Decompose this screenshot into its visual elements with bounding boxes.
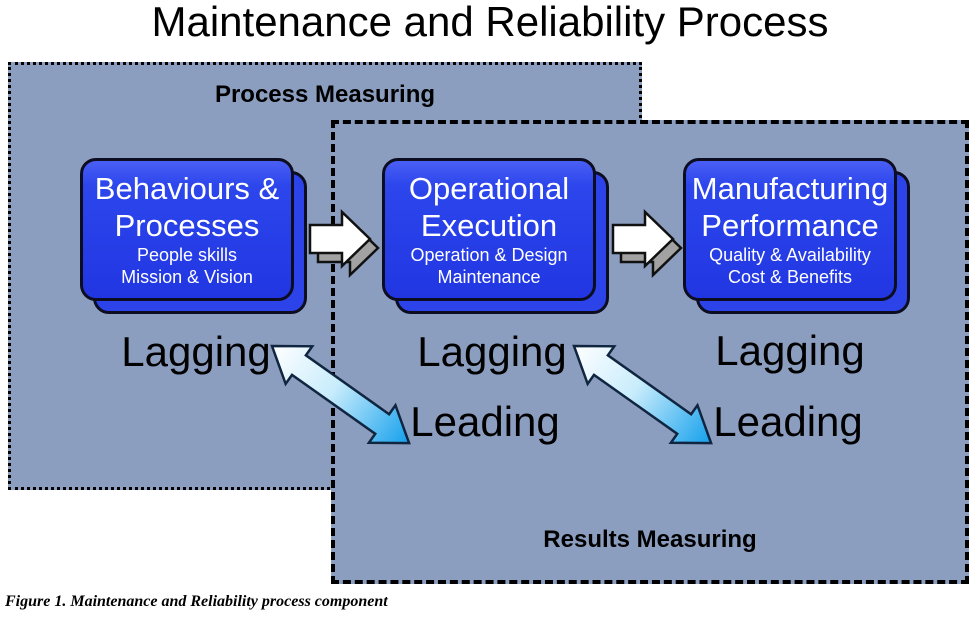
box-subtext-line2: Cost & Benefits: [727, 267, 853, 287]
box-title-line1: Operational: [408, 171, 570, 206]
box-face: Manufacturing Performance Quality & Avai…: [683, 158, 897, 301]
figure-caption: Figure 1. Maintenance and Reliability pr…: [5, 593, 388, 610]
box-title-line1: Behaviours &: [94, 171, 280, 206]
behaviours-processes-box: Behaviours & Processes People skills Mis…: [80, 158, 310, 318]
lagging-label: Lagging: [715, 327, 865, 374]
diagonal-double-arrow-icon: [572, 344, 713, 445]
lagging-label: Lagging: [121, 328, 271, 375]
box-title-line2: Processes: [114, 208, 260, 243]
results-measuring-panel: Results Measuring: [331, 120, 969, 584]
box-title-line2: Execution: [420, 208, 558, 243]
box-subtext-line1: Quality & Availability: [709, 245, 871, 265]
leading-label: Leading: [410, 398, 560, 445]
box-title-line1: Manufacturing: [691, 171, 889, 206]
process-measuring-label: Process Measuring: [214, 81, 436, 108]
manufacturing-performance-box: Manufacturing Performance Quality & Avai…: [683, 158, 913, 318]
right-block-arrow-icon: [611, 209, 683, 278]
box-face: Operational Execution Operation & Design…: [382, 158, 596, 301]
results-measuring-label: Results Measuring: [543, 526, 757, 553]
box-subtext-line1: Operation & Design: [410, 245, 568, 265]
lagging-label: Lagging: [417, 328, 567, 375]
box-subtext-line1: People skills: [136, 245, 238, 265]
operational-execution-box: Operational Execution Operation & Design…: [382, 158, 612, 318]
box-subtext-line2: Mission & Vision: [121, 267, 253, 287]
box-subtext-line2: Maintenance: [437, 267, 541, 287]
leading-label: Leading: [713, 398, 863, 445]
diagram-title: Maintenance and Reliability Process: [151, 0, 829, 45]
diagonal-double-arrow-icon: [270, 344, 411, 445]
box-face: Behaviours & Processes People skills Mis…: [80, 158, 294, 301]
box-title-line2: Performance: [701, 208, 879, 243]
right-block-arrow-icon: [308, 209, 380, 278]
